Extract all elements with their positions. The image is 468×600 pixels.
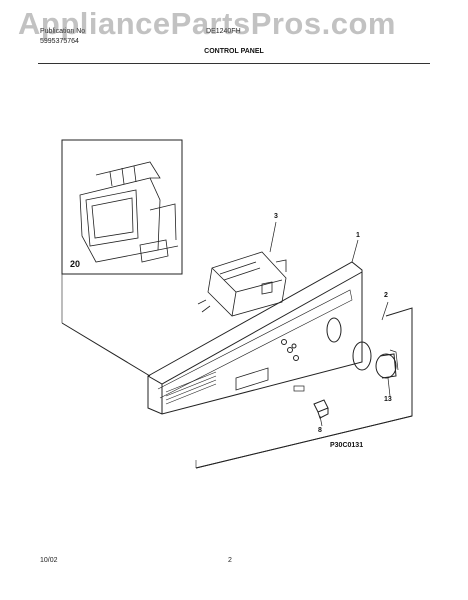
watermark-logo: AppliancePartsPros.com <box>18 6 396 41</box>
footer-page: 2 <box>228 557 232 564</box>
callout-2: 2 <box>384 292 388 299</box>
publication-number: 5995375764 <box>40 38 79 45</box>
callout-8: 8 <box>318 427 322 434</box>
figure-id: P30C0131 <box>330 442 364 449</box>
switch-part <box>313 399 329 419</box>
knob-part <box>375 349 399 379</box>
inset-label: 20 <box>70 259 81 269</box>
inset-box <box>61 139 183 275</box>
leader-8 <box>319 415 323 427</box>
inset-leader-line <box>61 322 151 377</box>
footer-date: 10/02 <box>40 557 58 564</box>
controller-part <box>197 251 287 317</box>
header-rule <box>38 63 430 64</box>
leader-2 <box>381 301 389 321</box>
section-title: CONTROL PANEL <box>204 48 264 55</box>
control-panel-part <box>147 261 363 415</box>
model-code: DE1240FH <box>206 28 241 35</box>
overlay-part <box>195 307 413 469</box>
inset-part-drawing <box>79 161 179 263</box>
callout-13: 13 <box>384 396 392 403</box>
leader-1 <box>351 239 359 263</box>
leader-13 <box>387 377 391 397</box>
callout-3: 3 <box>274 213 278 220</box>
leader-3 <box>269 221 277 253</box>
publication-label: Publication No <box>40 28 86 35</box>
callout-1: 1 <box>356 232 360 239</box>
